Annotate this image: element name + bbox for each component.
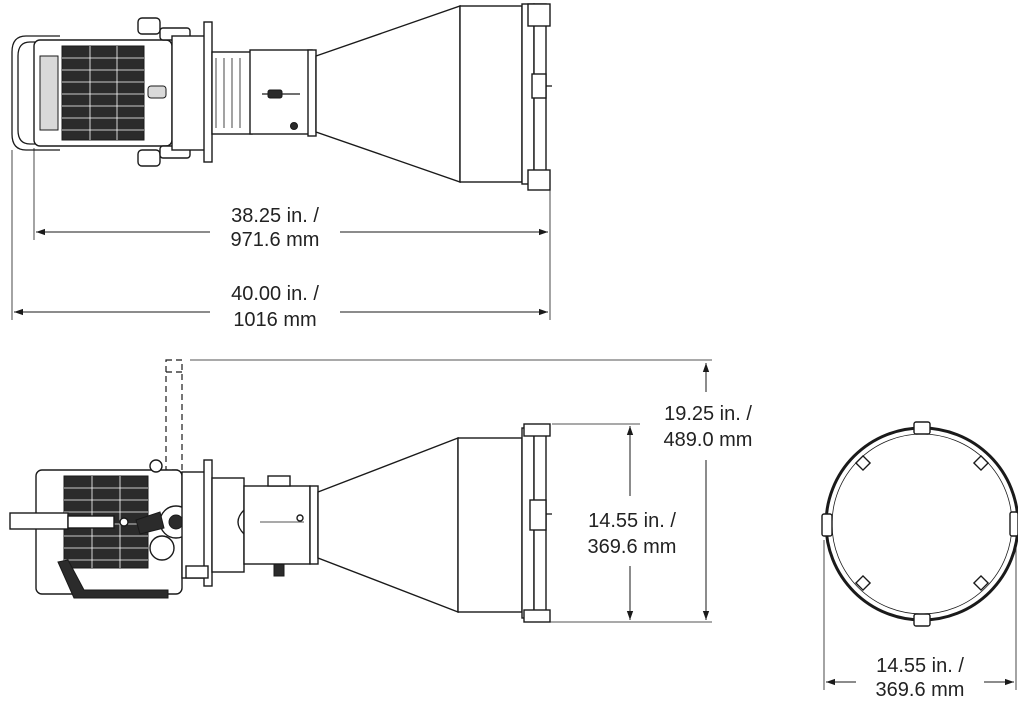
top-cooling-fins [61,45,145,141]
dim-front-diameter-line2: 369.6 mm [876,679,965,701]
dim-length-overall-line2: 1016 mm [233,309,316,331]
top-view: 38.25 in. / 971.6 mm 40.00 in. / 1016 mm [11,3,552,331]
dim-height-overall-line2: 489.0 mm [664,429,753,451]
dim-length-inner-line2: 971.6 mm [231,229,320,251]
dim-lens-height-line1: 14.55 in. / [588,510,676,532]
front-view: 14.55 in. / 369.6 mm [821,421,1018,701]
dim-length-overall-line1: 40.00 in. / [231,283,319,305]
side-view: 19.25 in. / 489.0 mm 14.55 in. / 369.6 m… [9,359,753,623]
dim-height-overall-line1: 19.25 in. / [664,403,752,425]
dim-length-inner-line1: 38.25 in. / [231,205,319,227]
dim-front-diameter-line1: 14.55 in. / [876,655,964,677]
dim-lens-height-line2: 369.6 mm [588,536,677,558]
